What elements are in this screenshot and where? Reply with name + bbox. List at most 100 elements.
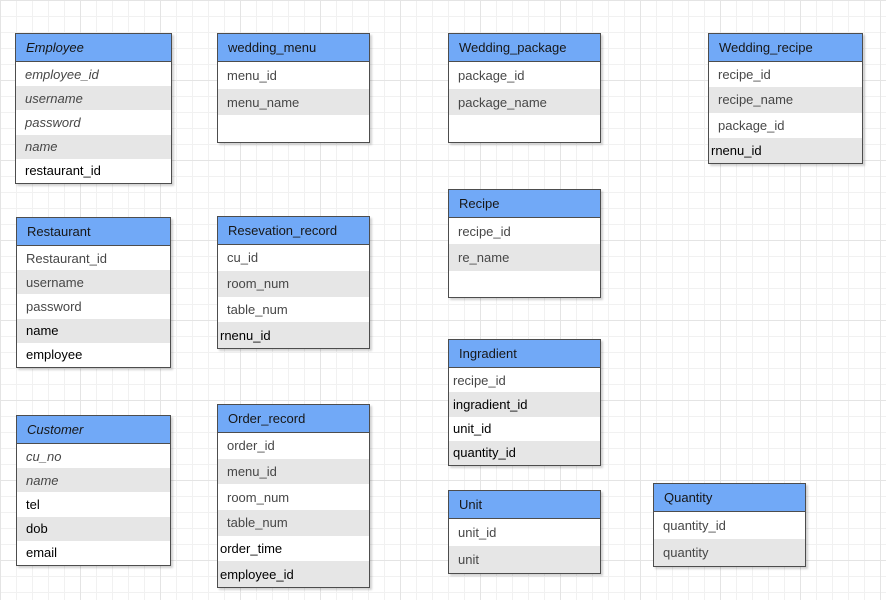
entity-row[interactable]: quantity_id bbox=[449, 440, 600, 465]
entity-row[interactable]: recipe_id bbox=[449, 368, 600, 392]
entity-row[interactable]: name bbox=[17, 318, 170, 343]
entity-table-employee[interactable]: Employee employee_id username password n… bbox=[15, 33, 172, 184]
entity-row[interactable]: table_num bbox=[218, 510, 369, 536]
entity-title: Unit bbox=[459, 497, 483, 512]
entity-row[interactable]: employee_id bbox=[218, 561, 369, 588]
entity-header[interactable]: Employee bbox=[16, 34, 171, 62]
entity-row[interactable]: quantity_id bbox=[654, 512, 805, 539]
entity-row[interactable]: unit bbox=[449, 546, 600, 573]
entity-row[interactable]: menu_id bbox=[218, 458, 369, 485]
entity-table-recipe[interactable]: Recipe recipe_id re_name bbox=[448, 189, 601, 298]
entity-row[interactable]: rnenu_id bbox=[218, 322, 369, 348]
entity-row-label: name bbox=[26, 472, 59, 488]
entity-title: Customer bbox=[27, 422, 84, 437]
entity-table-wedding_recipe[interactable]: Wedding_recipe recipe_id recipe_name pac… bbox=[708, 33, 863, 164]
entity-table-restaurant[interactable]: Restaurant Restaurant_id username passwo… bbox=[16, 217, 171, 368]
entity-row[interactable]: cu_id bbox=[218, 245, 369, 271]
entity-rows: cu_no name tel dob email bbox=[17, 444, 170, 565]
entity-row-label: cu_id bbox=[227, 250, 259, 266]
entity-row-label: ingradient_id bbox=[453, 396, 528, 412]
entity-row[interactable]: table_num bbox=[218, 297, 369, 323]
entity-row[interactable] bbox=[218, 115, 369, 142]
entity-row[interactable]: email bbox=[17, 541, 170, 565]
entity-row-label: quantity bbox=[663, 545, 709, 560]
entity-title: Employee bbox=[26, 40, 84, 55]
entity-row[interactable]: recipe_id bbox=[449, 218, 600, 244]
entity-header[interactable]: Wedding_recipe bbox=[709, 34, 862, 62]
entity-row-label: rnenu_id bbox=[711, 142, 762, 158]
entity-row[interactable]: dob bbox=[17, 516, 170, 541]
entity-row[interactable]: username bbox=[16, 86, 171, 111]
entity-row[interactable]: Restaurant_id bbox=[17, 246, 170, 270]
entity-title: Resevation_record bbox=[228, 223, 338, 238]
entity-row[interactable]: rnenu_id bbox=[709, 137, 862, 163]
entity-table-quantity[interactable]: Quantity quantity_id quantity bbox=[653, 483, 806, 567]
entity-row[interactable]: quantity bbox=[654, 539, 805, 566]
entity-table-resevation_record[interactable]: Resevation_record cu_id room_num table_n… bbox=[217, 216, 370, 349]
entity-title: Wedding_recipe bbox=[719, 40, 813, 55]
entity-table-unit[interactable]: Unit unit_id unit bbox=[448, 490, 601, 574]
entity-row[interactable]: re_name bbox=[449, 244, 600, 271]
entity-row-label: room_num bbox=[227, 276, 290, 292]
entity-row[interactable]: restaurant_id bbox=[16, 159, 171, 183]
entity-row-label: menu_id bbox=[227, 67, 277, 83]
entity-row[interactable]: password bbox=[17, 294, 170, 318]
entity-row[interactable]: password bbox=[16, 110, 171, 134]
entity-row[interactable]: package_id bbox=[449, 62, 600, 89]
entity-title: Wedding_package bbox=[459, 40, 567, 55]
entity-header[interactable]: Order_record bbox=[218, 405, 369, 433]
entity-table-customer[interactable]: Customer cu_no name tel dob email bbox=[16, 415, 171, 566]
entity-title: Ingradient bbox=[459, 346, 517, 361]
entity-header[interactable]: Wedding_package bbox=[449, 34, 600, 62]
entity-row[interactable] bbox=[449, 271, 600, 297]
entity-row[interactable]: name bbox=[16, 134, 171, 159]
entity-row[interactable]: tel bbox=[17, 492, 170, 516]
entity-header[interactable]: Ingradient bbox=[449, 340, 600, 368]
entity-table-order_record[interactable]: Order_record order_id menu_id room_num t… bbox=[217, 404, 370, 588]
entity-header[interactable]: Recipe bbox=[449, 190, 600, 218]
entity-row[interactable]: package_name bbox=[449, 88, 600, 116]
entity-row[interactable]: menu_name bbox=[218, 88, 369, 116]
entity-row[interactable]: menu_id bbox=[218, 62, 369, 89]
entity-row[interactable]: username bbox=[17, 270, 170, 295]
entity-row[interactable]: room_num bbox=[218, 484, 369, 510]
entity-row-label: recipe_id bbox=[458, 223, 511, 239]
entity-row-label: table_num bbox=[227, 301, 288, 317]
entity-row[interactable]: unit_id bbox=[449, 417, 600, 441]
entity-row[interactable]: ingradient_id bbox=[449, 392, 600, 417]
entity-row-label: recipe_id bbox=[453, 372, 506, 388]
entity-row[interactable]: recipe_name bbox=[709, 87, 862, 113]
entity-title: Quantity bbox=[664, 490, 713, 505]
entity-header[interactable]: Customer bbox=[17, 416, 170, 444]
entity-rows: cu_id room_num table_num rnenu_id bbox=[218, 245, 369, 348]
entity-row[interactable]: cu_no bbox=[17, 444, 170, 468]
entity-row-label: order_time bbox=[220, 541, 283, 557]
entity-row[interactable]: package_id bbox=[709, 113, 862, 138]
entity-row-label: unit_id bbox=[453, 421, 492, 437]
entity-table-wedding_package[interactable]: Wedding_package package_id package_name bbox=[448, 33, 601, 143]
entity-row[interactable] bbox=[449, 115, 600, 142]
entity-row[interactable]: employee_id bbox=[16, 62, 171, 86]
entity-table-wedding_menu[interactable]: wedding_menu menu_id menu_name bbox=[217, 33, 370, 143]
entity-table-ingradient[interactable]: Ingradient recipe_id ingradient_id unit_… bbox=[448, 339, 601, 466]
entity-row-label: menu_name bbox=[227, 94, 300, 110]
entity-row[interactable]: name bbox=[17, 468, 170, 493]
entity-row-label: tel bbox=[26, 497, 40, 512]
entity-row-label: table_num bbox=[227, 515, 288, 531]
entity-row[interactable]: employee bbox=[17, 343, 170, 367]
entity-row-label: unit bbox=[458, 552, 479, 567]
entity-row[interactable]: recipe_id bbox=[709, 62, 862, 87]
entity-row[interactable]: order_time bbox=[218, 536, 369, 562]
entity-header[interactable]: Resevation_record bbox=[218, 217, 369, 245]
entity-header[interactable]: Unit bbox=[449, 491, 600, 519]
entity-row-label: room_num bbox=[227, 489, 290, 505]
entity-row[interactable]: order_id bbox=[218, 433, 369, 459]
entity-row[interactable]: unit_id bbox=[449, 519, 600, 546]
entity-row-label: package_id bbox=[458, 67, 525, 83]
entity-row[interactable]: room_num bbox=[218, 270, 369, 297]
entity-row-label: recipe_name bbox=[718, 92, 794, 108]
entity-header[interactable]: Quantity bbox=[654, 484, 805, 512]
entity-header[interactable]: wedding_menu bbox=[218, 34, 369, 62]
entity-header[interactable]: Restaurant bbox=[17, 218, 170, 246]
